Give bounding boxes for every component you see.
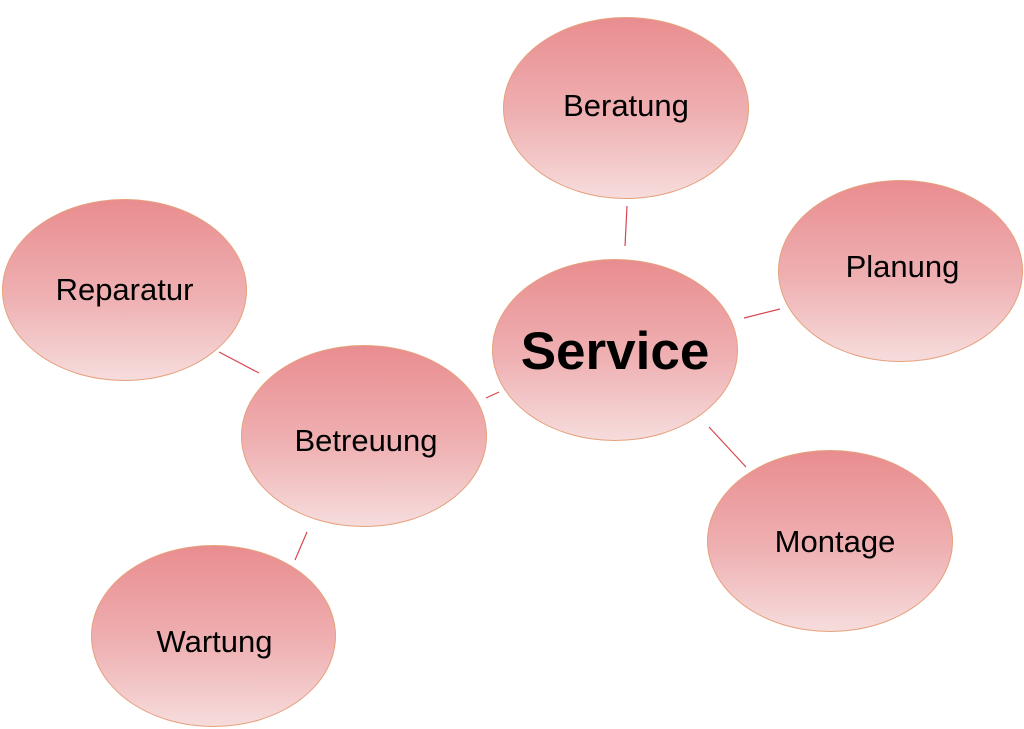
node-betreuung-label: Betreuung	[294, 423, 438, 458]
connector-service-beratung	[624, 205, 628, 247]
node-reparatur: Reparatur	[2, 199, 247, 381]
node-planung: Planung	[778, 180, 1023, 362]
node-montage: Montage	[707, 450, 953, 632]
node-beratung-label: Beratung	[563, 88, 689, 123]
connector-betreuung-wartung	[294, 531, 308, 561]
node-betreuung: Betreuung	[241, 345, 487, 527]
connector-service-betreuung	[485, 391, 500, 399]
node-montage-label: Montage	[774, 524, 896, 559]
node-wartung-label: Wartung	[156, 624, 273, 659]
node-planung-label: Planung	[845, 249, 960, 284]
node-beratung: Beratung	[503, 17, 749, 199]
connector-betreuung-reparatur	[218, 351, 260, 374]
node-reparatur-label: Reparatur	[55, 272, 194, 307]
node-service-center: Service	[492, 259, 738, 441]
connector-service-planung	[743, 308, 781, 319]
node-service-label: Service	[520, 321, 710, 381]
node-wartung: Wartung	[91, 545, 336, 727]
connector-service-montage	[708, 426, 747, 468]
